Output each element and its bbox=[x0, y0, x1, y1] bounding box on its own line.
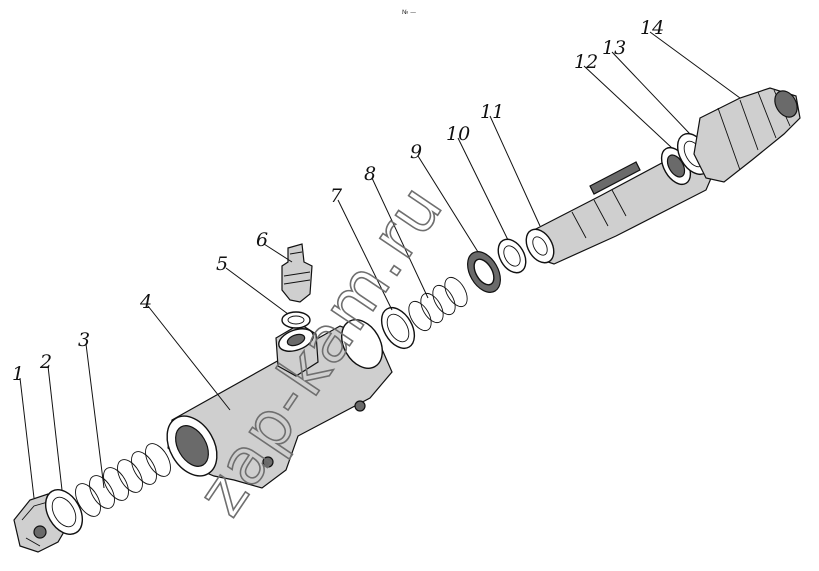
top-note: № — bbox=[402, 9, 416, 16]
part-14-boot bbox=[693, 87, 801, 183]
part-7-seal-ring bbox=[380, 307, 416, 349]
callout-7: 7 bbox=[330, 185, 343, 207]
callout-5: 5 bbox=[216, 253, 228, 275]
callout-6: 6 bbox=[256, 229, 268, 251]
part-6-bleed-valve bbox=[281, 243, 313, 303]
callout-12: 12 bbox=[574, 51, 598, 73]
part-4-cylinder-body bbox=[166, 319, 393, 489]
callout-1: 1 bbox=[12, 363, 24, 385]
callout-3: 3 bbox=[78, 329, 90, 351]
callout-9: 9 bbox=[410, 141, 422, 163]
watermark-text: zap-kam.ru bbox=[184, 171, 459, 528]
callout-13: 13 bbox=[602, 37, 626, 59]
part-11-piston bbox=[525, 147, 713, 265]
part-10-ring bbox=[497, 238, 527, 274]
part-8-spring bbox=[408, 276, 468, 332]
part-2-ring bbox=[44, 489, 84, 535]
callout-4: 4 bbox=[139, 291, 152, 313]
callout-2: 2 bbox=[39, 351, 52, 373]
part-3-spring bbox=[75, 443, 171, 517]
callout-labels: 1 2 3 4 5 6 7 8 9 10 11 12 13 14 bbox=[12, 17, 664, 385]
leader-lines bbox=[19, 31, 741, 499]
callout-11: 11 bbox=[480, 101, 504, 123]
callout-8: 8 bbox=[364, 163, 376, 185]
callout-10: 10 bbox=[446, 123, 470, 145]
part-9-cup-seal bbox=[467, 251, 501, 293]
part-5-washer bbox=[281, 311, 311, 329]
callout-14: 14 bbox=[640, 17, 664, 39]
